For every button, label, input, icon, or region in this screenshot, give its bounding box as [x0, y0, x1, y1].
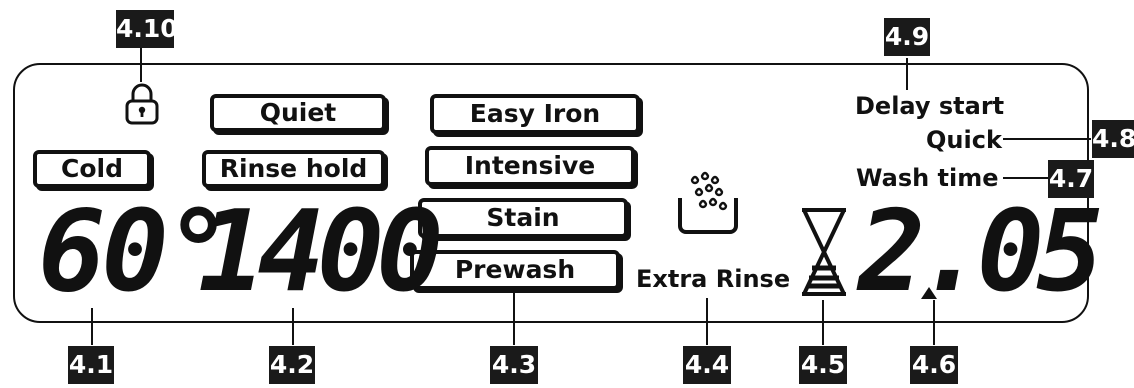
- callout-4-8: 4.8: [1092, 120, 1134, 158]
- temperature-display: 60°: [38, 187, 232, 317]
- quick-label: Quick: [926, 126, 1002, 154]
- extra-rinse-icon: [678, 171, 738, 234]
- prewash-button[interactable]: Prewash: [410, 250, 620, 290]
- callout-4-1: 4.1: [68, 346, 114, 384]
- wash-time-label: Wash time: [856, 164, 999, 192]
- intensive-button[interactable]: Intensive: [425, 146, 635, 186]
- callout-4-4: 4.4: [683, 346, 731, 384]
- easy-iron-button[interactable]: Easy Iron: [430, 94, 640, 134]
- callout-4-6: 4.6: [910, 346, 958, 384]
- callout-4-5: 4.5: [799, 346, 847, 384]
- delay-start-label: Delay start: [855, 92, 1005, 120]
- callout-4-7: 4.7: [1048, 160, 1094, 198]
- cold-button[interactable]: Cold: [33, 150, 151, 188]
- stain-button[interactable]: Stain: [418, 198, 628, 238]
- callout-4-10: 4.10: [116, 10, 178, 48]
- callout-4-9: 4.9: [884, 18, 930, 56]
- hourglass-icon: [802, 208, 846, 296]
- callout-4-3: 4.3: [490, 346, 538, 384]
- lock-icon: [125, 83, 159, 125]
- rinse-hold-button[interactable]: Rinse hold: [202, 150, 385, 188]
- triangle-indicator-icon: [921, 287, 937, 299]
- time-display: 2.05: [858, 187, 1104, 317]
- callout-4-2: 4.2: [269, 346, 315, 384]
- spin-speed-display: 1400: [198, 187, 444, 317]
- extra-rinse-label: Extra Rinse: [636, 265, 791, 293]
- quiet-button[interactable]: Quiet: [210, 94, 386, 132]
